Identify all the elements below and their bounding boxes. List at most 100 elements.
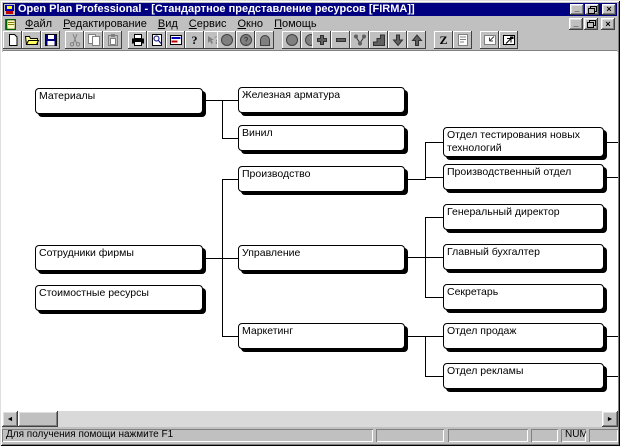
menu-edit[interactable]: Редактирование [63, 17, 147, 30]
connector-line [607, 376, 618, 377]
expand-window-button[interactable] [499, 31, 518, 49]
node-management[interactable]: Управление [238, 245, 405, 271]
scissors-icon [69, 33, 80, 47]
connector-line [222, 100, 223, 139]
document-window-icon [5, 18, 16, 30]
plus-icon [316, 35, 327, 45]
new-button[interactable] [3, 31, 22, 49]
connector-line [607, 177, 618, 178]
help-button[interactable]: ? [185, 31, 204, 49]
print-button[interactable] [128, 31, 147, 49]
status-bar: Для получения помощи нажмите F1 NUM [2, 428, 618, 443]
notes-page-icon [457, 34, 468, 46]
node-production-dept[interactable]: Производственный отдел [443, 164, 604, 190]
add-button[interactable] [312, 31, 331, 49]
node-secretary[interactable]: Секретарь [443, 284, 604, 310]
child-close-button[interactable]: × [601, 18, 615, 30]
expand-arrow-icon [502, 35, 515, 45]
restore-icon [587, 5, 597, 14]
node-materials[interactable]: Материалы [35, 88, 203, 114]
minus-icon [335, 38, 346, 42]
node-testing-dept[interactable]: Отдел тестирования новых технологий [443, 127, 604, 157]
menu-help[interactable]: Помощь [274, 17, 317, 30]
rounded-shape-icon [259, 35, 270, 46]
table-icon [169, 35, 182, 45]
steps-icon [372, 34, 385, 46]
copy-icon [87, 34, 100, 46]
child-minimize-button[interactable]: _ [569, 18, 583, 30]
node-advertising-dept[interactable]: Отдел рекламы [443, 363, 604, 389]
new-document-icon [8, 34, 17, 46]
connector-line [405, 336, 443, 337]
connector-line [425, 177, 443, 178]
steps-button[interactable] [369, 31, 388, 49]
move-down-button[interactable] [388, 31, 407, 49]
connector-line [425, 297, 443, 298]
restore-button[interactable] [585, 4, 599, 15]
up-arrow-icon [410, 34, 423, 46]
node-production[interactable]: Производство [238, 166, 405, 192]
menu-file[interactable]: Файл [25, 17, 53, 30]
org-chart: Материалы Сотрудники фирмы Стоимостные р… [2, 52, 618, 411]
open-button[interactable] [22, 31, 41, 49]
remove-button[interactable] [331, 31, 350, 49]
shrink-arrow-icon [483, 35, 496, 45]
menu-bar: Файл Редактирование Вид Сервис Окно Помо… [3, 17, 617, 31]
link-button[interactable] [350, 31, 369, 49]
connector-line [607, 142, 618, 143]
toolbar-divider [3, 50, 617, 52]
window-title: Open Plan Professional - [Стандартное пр… [18, 3, 415, 15]
table-button[interactable] [166, 31, 185, 49]
title-bar: Open Plan Professional - [Стандартное пр… [3, 3, 617, 16]
connector-line [425, 336, 426, 377]
num-lock-indicator: NUM [561, 429, 586, 442]
node-marketing[interactable]: Маркетинг [238, 323, 405, 349]
node-chief-accountant[interactable]: Главный бухгалтер [443, 244, 604, 270]
node-staff[interactable]: Сотрудники фирмы [35, 245, 203, 271]
scroll-right-button[interactable]: ► [602, 411, 618, 427]
sort-z-button[interactable]: Z [434, 31, 453, 49]
paste-clipboard-icon [107, 34, 118, 46]
connector-line [222, 179, 238, 180]
right-arrow-icon: ► [606, 415, 614, 423]
connector-line [222, 336, 238, 337]
menu-window[interactable]: Окно [237, 17, 264, 30]
horizontal-scrollbar[interactable]: ◄ ► [2, 411, 618, 427]
minimize-button[interactable]: _ [570, 4, 584, 15]
restore-icon [586, 20, 596, 28]
copy-button[interactable] [84, 31, 103, 49]
cut-button[interactable] [65, 31, 84, 49]
resource-circle-2-button[interactable] [236, 31, 255, 49]
resource-circle-1-button[interactable] [217, 31, 236, 49]
status-panel [531, 429, 558, 442]
node-general-director[interactable]: Генеральный директор [443, 204, 604, 230]
preview-icon [151, 34, 162, 46]
paste-button[interactable] [103, 31, 122, 49]
connector-line [425, 376, 443, 377]
fit-window-button[interactable] [480, 31, 499, 49]
status-panel [448, 429, 528, 442]
node-vinyl[interactable]: Винил [238, 125, 405, 151]
node-rebar[interactable]: Железная арматура [238, 87, 405, 113]
notes-button[interactable] [453, 31, 472, 49]
circle-icon [285, 34, 298, 46]
node-cost-resources[interactable]: Стоимостные ресурсы [35, 285, 203, 311]
close-button[interactable]: × [602, 4, 616, 15]
node-sales-dept[interactable]: Отдел продаж [443, 323, 604, 349]
menu-tools[interactable]: Сервис [188, 17, 227, 30]
connector-line [425, 142, 443, 143]
resource-shape-button[interactable] [255, 31, 274, 49]
move-up-button[interactable] [407, 31, 426, 49]
connector-line [425, 217, 443, 218]
left-arrow-icon: ◄ [6, 415, 14, 423]
scrollbar-thumb[interactable] [18, 411, 58, 427]
scroll-left-button[interactable]: ◄ [2, 411, 18, 427]
print-preview-button[interactable] [147, 31, 166, 49]
child-restore-button[interactable] [584, 18, 598, 30]
save-button[interactable] [41, 31, 60, 49]
menu-view[interactable]: Вид [157, 17, 178, 30]
resource-circle-3-button[interactable] [282, 31, 301, 49]
down-arrow-icon [391, 34, 404, 47]
connector-line [607, 336, 618, 337]
